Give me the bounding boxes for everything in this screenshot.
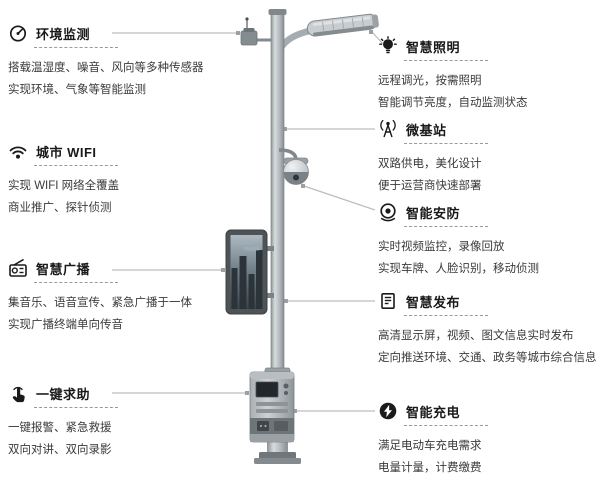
feature-title: 智慧广播 — [36, 261, 91, 277]
pole-cap — [268, 9, 287, 15]
dashed-underline — [34, 407, 118, 408]
feature-description: 双向对讲、双向录影 — [8, 444, 112, 456]
feature-city-wifi: 城市 WIFI 实现 WIFI 网络全覆盖 商业推广、探针侦测 — [8, 141, 268, 219]
led-display-screen — [225, 229, 274, 315]
dashed-underline — [404, 60, 488, 61]
charging-station — [249, 371, 295, 443]
leader-lines — [112, 31, 384, 412]
feature-header: 智慧广播 — [8, 258, 268, 278]
feature-description: 电量计量，计费缴费 — [378, 462, 482, 474]
leader-anchors — [221, 30, 373, 413]
feature-title: 微基站 — [406, 122, 447, 138]
feature-env-monitoring: 环境监测 搭载温湿度、噪音、风向等多种传感器 实现环境、气象等智能监测 — [8, 23, 268, 101]
dashed-underline — [404, 425, 488, 426]
feature-description: 商业推广、探针侦测 — [8, 202, 112, 214]
feature-description: 远程调光，按需照明 — [378, 75, 482, 87]
radio-icon — [8, 258, 28, 278]
feature-description: 集音乐、语音宣传、紧急广播于一体 — [8, 297, 192, 309]
feature-header: 智能安防 — [378, 202, 598, 222]
dashed-underline — [404, 226, 488, 227]
feature-description: 实现 WIFI 网络全覆盖 — [8, 180, 120, 192]
feature-smart-broadcast: 智慧广播 集音乐、语音宣传、紧急广播于一体 实现广播终端单向传音 — [8, 258, 268, 336]
feature-title: 城市 WIFI — [36, 144, 97, 160]
dashed-underline — [404, 143, 488, 144]
feature-description: 便于运营商快速部署 — [378, 180, 482, 192]
feature-description: 实时视频监控，录像回放 — [378, 241, 505, 253]
feature-smart-charging: 智能充电 满足电动车充电需求 电量计量，计费缴费 — [378, 401, 598, 477]
dome-camera — [278, 148, 309, 185]
feature-header: 智慧照明 — [378, 36, 598, 56]
feature-smart-lighting: 智慧照明 远程调光，按需照明 智能调节亮度，自动监测状态 — [378, 36, 598, 114]
bulletin-icon — [378, 291, 398, 311]
feature-header: 智慧发布 — [378, 291, 598, 311]
gauge-sensor-icon — [8, 23, 28, 43]
feature-description: 双路供电，美化设计 — [378, 158, 482, 170]
dashed-underline — [404, 315, 488, 316]
feature-description: 实现车牌、人脸识别，移动侦测 — [378, 263, 539, 275]
environment-sensor-device — [240, 17, 271, 46]
feature-title: 智慧照明 — [406, 39, 461, 55]
dashed-underline — [34, 47, 118, 48]
feature-title: 智能安防 — [406, 205, 461, 221]
feature-header: 智能充电 — [378, 401, 598, 421]
feature-smart-security: 智能安防 实时视频监控，录像回放 实现车牌、人脸识别，移动侦测 — [378, 202, 598, 280]
dashed-underline — [34, 282, 118, 283]
pole-upper — [270, 13, 285, 375]
feature-description: 智能调节亮度，自动监测状态 — [378, 97, 528, 109]
feature-description: 实现环境、气象等智能监测 — [8, 84, 146, 96]
feature-smart-publish: 智慧发布 高清显示屏，视频、图文信息实时发布 定向推送环境、交通、政务等城市综合… — [378, 291, 598, 369]
feature-micro-base-station: 微基站 双路供电，美化设计 便于运营商快速部署 — [378, 119, 598, 197]
feature-title: 环境监测 — [36, 26, 91, 42]
feature-header: 微基站 — [378, 119, 598, 139]
wifi-icon — [8, 141, 28, 161]
charging-icon — [378, 401, 398, 421]
feature-sos-help: 一键求助 一键报警、紧急救援 双向对讲、双向录影 — [8, 383, 268, 461]
feature-description: 搭载温湿度、噪音、风向等多种传感器 — [8, 62, 204, 74]
feature-title: 一键求助 — [36, 386, 91, 402]
dashed-underline — [34, 165, 118, 166]
feature-header: 城市 WIFI — [8, 141, 268, 161]
feature-description: 高清显示屏，视频、图文信息实时发布 — [378, 330, 574, 342]
feature-header: 一键求助 — [8, 383, 268, 403]
bulb-icon — [378, 36, 398, 56]
feature-description: 定向推送环境、交通、政务等城市综合信息 — [378, 352, 597, 364]
feature-title: 智能充电 — [406, 404, 461, 420]
feature-title: 智慧发布 — [406, 294, 461, 310]
feature-header: 环境监测 — [8, 23, 268, 43]
lamp-head — [306, 13, 379, 37]
feature-description: 满足电动车充电需求 — [378, 440, 482, 452]
feature-description: 实现广播终端单向传音 — [8, 319, 123, 331]
camera-lens-icon — [378, 202, 398, 222]
feature-description: 一键报警、紧急救援 — [8, 422, 112, 434]
hand-press-icon — [8, 383, 28, 403]
pole-base-flange — [259, 452, 296, 459]
pole-base-plate — [254, 458, 301, 464]
antenna-icon — [378, 119, 398, 139]
